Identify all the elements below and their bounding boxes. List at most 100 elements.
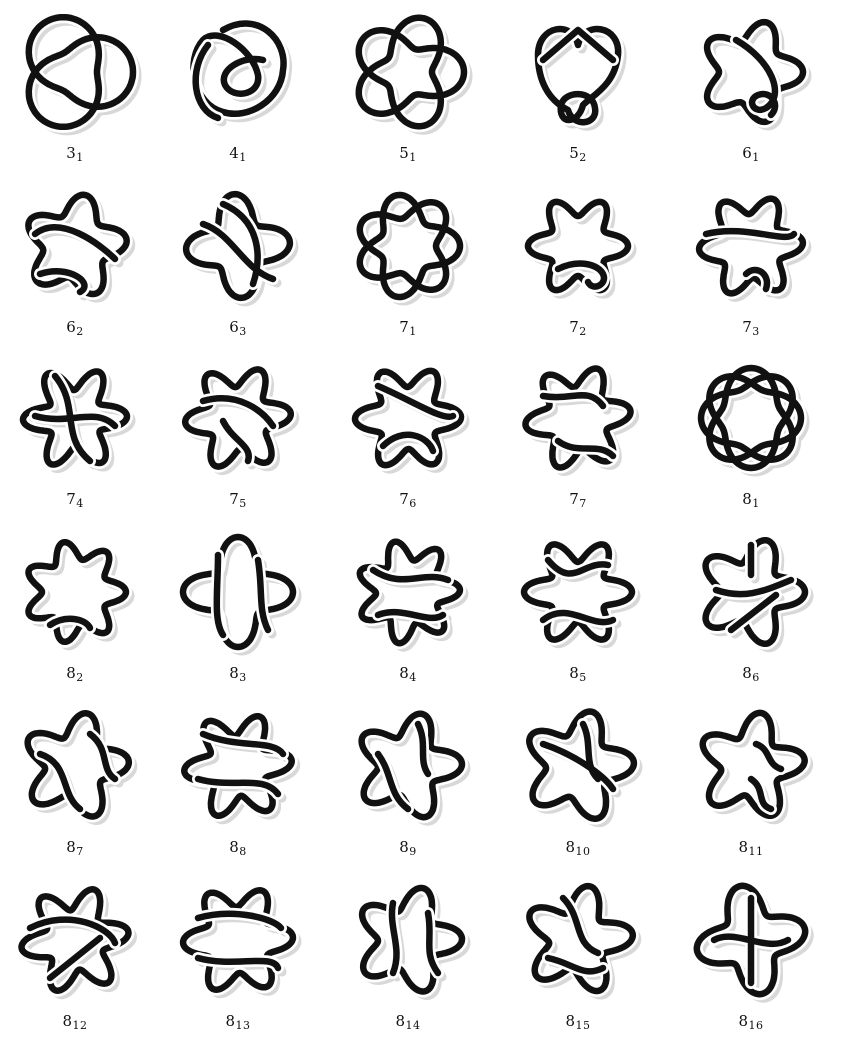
knot-cell-8_8: 88 [163, 694, 313, 866]
knot-cell-7_2: 72 [503, 174, 653, 346]
knot-cell-8_15: 815 [503, 868, 653, 1040]
knot-cell-8_9: 89 [333, 694, 483, 866]
knot-crossing-number: 7 [66, 490, 76, 508]
knot-index: 7 [579, 497, 587, 510]
knot-cell-7_3: 73 [676, 174, 826, 346]
knot-crossing-number: 8 [399, 664, 409, 682]
knot-cell-4_1: 41 [163, 0, 313, 172]
knot-diagram-8_12 [0, 868, 150, 1018]
knot-diagram-8_13 [163, 868, 313, 1018]
knot-diagram-8_7 [0, 694, 150, 844]
knot-index: 11 [749, 845, 764, 858]
knot-cell-8_11: 811 [676, 694, 826, 866]
knot-cell-7_1: 71 [333, 174, 483, 346]
knot-cell-8_16: 816 [676, 868, 826, 1040]
knot-crossing-number: 8 [738, 1012, 748, 1030]
knot-label-8_13: 813 [163, 1012, 313, 1032]
knot-crossing-number: 8 [66, 838, 76, 856]
knot-label-6_1: 61 [676, 144, 826, 164]
knot-index: 5 [239, 497, 247, 510]
knot-label-3_1: 31 [0, 144, 150, 164]
rope-shadow [187, 541, 297, 651]
knot-diagram-8_4 [333, 520, 483, 670]
knot-crossing-number: 8 [229, 838, 239, 856]
knot-crossing-number: 8 [742, 664, 752, 682]
knot-cell-8_5: 85 [503, 520, 653, 692]
knot-label-8_3: 83 [163, 664, 313, 684]
knot-cell-8_4: 84 [333, 520, 483, 692]
knot-diagram-8_10 [503, 694, 653, 844]
knot-cell-6_1: 61 [676, 0, 826, 172]
knot-index: 15 [576, 1019, 591, 1032]
knot-diagram-5_2 [503, 0, 653, 150]
knot-diagram-8_3 [163, 520, 313, 670]
knot-crossing-number: 8 [742, 490, 752, 508]
knot-diagram-8_8 [163, 694, 313, 844]
knot-label-8_14: 814 [333, 1012, 483, 1032]
rope-gap [183, 537, 293, 647]
knot-index: 1 [76, 151, 84, 164]
knot-cell-7_7: 77 [503, 346, 653, 518]
knot-index: 12 [73, 1019, 88, 1032]
knot-cell-8_3: 83 [163, 520, 313, 692]
knot-crossing-number: 7 [742, 318, 752, 336]
knot-index: 2 [76, 325, 84, 338]
knot-index: 2 [76, 671, 84, 684]
knot-label-8_15: 815 [503, 1012, 653, 1032]
knot-cell-8_1: 81 [676, 346, 826, 518]
knot-index: 1 [409, 151, 417, 164]
knot-cell-3_1: 31 [0, 0, 150, 172]
knot-crossing-number: 8 [395, 1012, 405, 1030]
knot-label-8_6: 86 [676, 664, 826, 684]
rope-strand [183, 537, 293, 647]
knot-diagram-6_2 [0, 174, 150, 324]
knot-cell-8_10: 810 [503, 694, 653, 866]
knot-diagram-5_1 [333, 0, 483, 150]
knot-crossing-number: 8 [66, 664, 76, 682]
knot-crossing-number: 4 [229, 144, 239, 162]
knot-diagram-8_9 [333, 694, 483, 844]
knot-cell-5_1: 51 [333, 0, 483, 172]
knot-label-8_7: 87 [0, 838, 150, 858]
knot-cell-7_6: 76 [333, 346, 483, 518]
knot-index: 13 [236, 1019, 251, 1032]
knot-index: 4 [76, 497, 84, 510]
knot-diagram-7_5 [163, 346, 313, 496]
knot-diagram-4_1 [163, 0, 313, 150]
knot-diagram-8_15 [503, 868, 653, 1018]
knot-cell-7_5: 75 [163, 346, 313, 518]
knot-crossing-number: 6 [229, 318, 239, 336]
knot-index: 4 [409, 671, 417, 684]
knot-index: 3 [239, 671, 247, 684]
knot-diagram-7_6 [333, 346, 483, 496]
knot-index: 5 [579, 671, 587, 684]
knot-crossing-number: 8 [569, 664, 579, 682]
knot-index: 10 [576, 845, 591, 858]
knot-cell-8_2: 82 [0, 520, 150, 692]
knot-index: 16 [749, 1019, 764, 1032]
knot-crossing-number: 8 [229, 664, 239, 682]
knot-index: 6 [752, 671, 760, 684]
knot-label-7_3: 73 [676, 318, 826, 338]
knot-diagram-8_11 [676, 694, 826, 844]
knot-crossing-number: 8 [565, 838, 575, 856]
knot-index: 14 [406, 1019, 421, 1032]
knot-cell-8_12: 812 [0, 868, 150, 1040]
knot-index: 1 [409, 325, 417, 338]
knot-crossing-number: 7 [399, 318, 409, 336]
knot-diagram-8_1 [676, 346, 826, 496]
knot-crossing-number: 6 [742, 144, 752, 162]
rope-strand [29, 542, 127, 642]
knot-label-6_2: 62 [0, 318, 150, 338]
knot-diagram-6_3 [163, 174, 313, 324]
knot-cell-8_7: 87 [0, 694, 150, 866]
knot-index: 2 [579, 151, 587, 164]
knot-label-8_12: 812 [0, 1012, 150, 1032]
knot-diagram-6_1 [676, 0, 826, 150]
knot-crossing-number: 8 [399, 838, 409, 856]
knot-crossing-number: 8 [738, 838, 748, 856]
knot-index: 3 [239, 325, 247, 338]
knot-label-8_9: 89 [333, 838, 483, 858]
knot-index: 2 [579, 325, 587, 338]
